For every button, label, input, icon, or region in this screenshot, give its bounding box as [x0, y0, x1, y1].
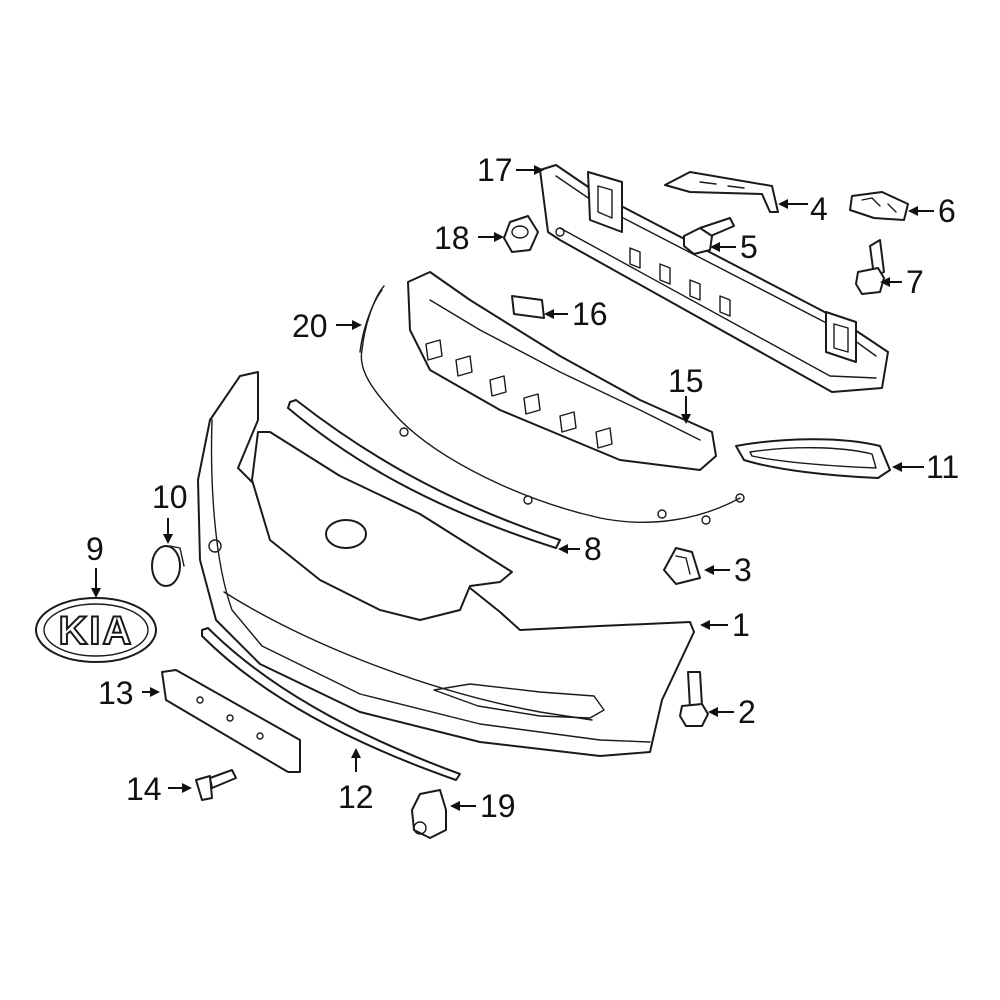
callout-14: 14 — [126, 771, 162, 807]
callout-18: 18 — [434, 220, 470, 256]
callout-20: 20 — [292, 308, 328, 344]
part-2-bolt — [679, 671, 709, 727]
part-3-clip — [663, 547, 701, 585]
callout-4: 4 — [810, 191, 828, 227]
callout-17: 17 — [477, 152, 513, 188]
callout-6: 6 — [938, 193, 956, 229]
part-8-molding-strip — [287, 399, 561, 549]
callout-1: 1 — [732, 607, 750, 643]
part-19-sensor — [411, 789, 447, 839]
part-grille — [251, 431, 513, 621]
part-13-plate-bracket — [161, 669, 301, 773]
part-15-absorber — [407, 271, 717, 471]
part-18-nut — [503, 215, 539, 253]
callout-9: 9 — [86, 531, 104, 567]
callout-2: 2 — [738, 694, 756, 730]
callout-5: 5 — [740, 229, 758, 265]
callout-12: 12 — [338, 779, 374, 815]
callout-10: 10 — [152, 479, 188, 515]
part-7-bolt — [855, 239, 885, 295]
part-17-reinforcement-bar — [539, 164, 889, 393]
part-11-bezel — [735, 438, 891, 479]
part-6-clip — [849, 191, 909, 221]
callout-7: 7 — [906, 264, 924, 300]
callout-15: 15 — [668, 363, 704, 399]
part-9-emblem: KIA — [35, 597, 157, 663]
kia-logo-text: KIA — [59, 609, 134, 653]
part-16-pad — [511, 295, 545, 319]
leader-lines — [91, 165, 934, 811]
callout-13: 13 — [98, 675, 134, 711]
part-14-screw — [195, 769, 237, 801]
part-5-bolt — [683, 217, 735, 255]
callout-3: 3 — [734, 552, 752, 588]
callout-11: 11 — [926, 449, 959, 485]
part-20-wiring-harness — [359, 285, 745, 525]
callout-8: 8 — [584, 531, 602, 567]
part-12-lower-strip — [201, 627, 461, 781]
callout-19: 19 — [480, 788, 516, 824]
callout-16: 16 — [572, 296, 608, 332]
part-10-plug — [151, 545, 185, 587]
part-4-bracket — [664, 171, 779, 213]
